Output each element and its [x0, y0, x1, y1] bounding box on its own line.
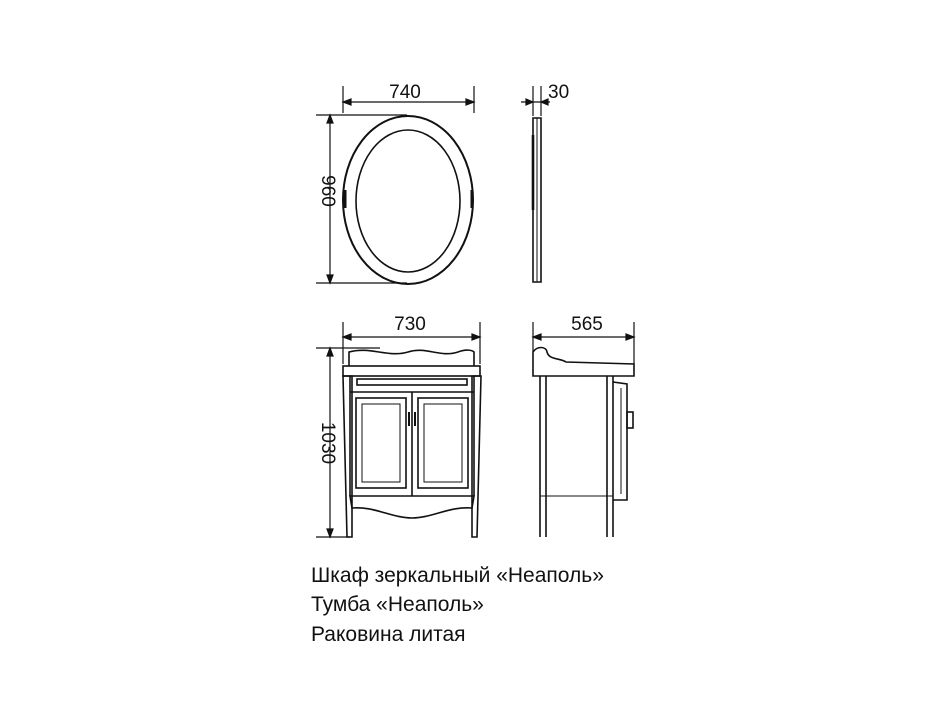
mirror-side-view: [531, 117, 542, 283]
cabinet-height-label: 1030: [317, 422, 338, 464]
mirror-depth-label: 30: [548, 82, 569, 103]
cabinet-depth-dimension: [531, 322, 636, 364]
caption-vanity-unit: Тумба «Неаполь»: [311, 593, 484, 616]
cabinet-side-door: [612, 381, 628, 501]
cabinet-left-door: [355, 397, 407, 489]
cabinet-width-dimension: [341, 322, 482, 364]
mirror-glass-inner: [355, 129, 461, 273]
sink-top: [342, 365, 481, 377]
sink-side-profile: [532, 346, 635, 377]
mirror-front-view: [342, 115, 474, 285]
mirror-width-label: 740: [389, 82, 421, 103]
side-door-handle: [626, 411, 634, 429]
mirror-depth-dimension: [521, 86, 550, 116]
caption-cast-sink: Раковина литая: [311, 623, 466, 646]
sink-backsplash: [348, 349, 475, 366]
mirror-width-dimension: [341, 86, 476, 113]
cabinet-right-door: [417, 397, 469, 489]
cabinet-height-dimension: [316, 346, 380, 539]
cabinet-side-view: [532, 346, 635, 537]
mirror-height-dimension: [316, 113, 407, 285]
cabinet-left-leg: [342, 375, 353, 538]
cabinet-drawer-slot: [356, 378, 468, 386]
cabinet-apron: [349, 495, 475, 519]
mirror-height-label: 960: [317, 175, 338, 207]
caption-mirror-cabinet: Шкаф зеркальный «Неаполь»: [311, 564, 604, 587]
cabinet-front-view: [342, 349, 482, 538]
cabinet-right-leg: [471, 375, 482, 538]
cabinet-depth-label: 565: [571, 314, 603, 335]
mirror-frame-outer: [342, 115, 474, 285]
cabinet-width-label: 730: [394, 314, 426, 335]
